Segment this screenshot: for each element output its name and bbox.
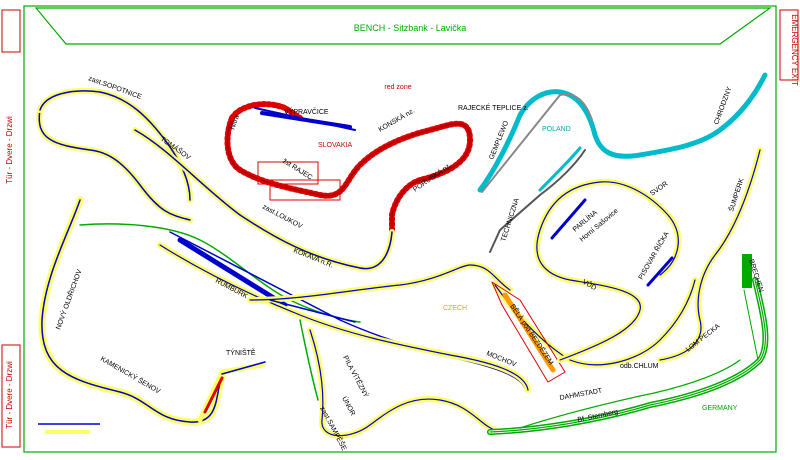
track-poland (477, 72, 768, 253)
station-technicna: TECHNICZNA (500, 197, 521, 242)
station-loukov: zast.LOUKOV (261, 204, 303, 231)
station-bela: BĚLÁ pod BEZDĚZEM (508, 302, 556, 367)
station-vud: VŮD (581, 277, 598, 292)
edge-label-right-top: EMERGENCY EXIT (790, 14, 799, 86)
station-chlum: odb.CHLUM (620, 363, 659, 370)
room-outline (23, 5, 777, 453)
door-bottom-left (1, 344, 21, 448)
zone-label-poland: POLAND (542, 126, 571, 133)
station-pila: PILA VÍTĚZNÝ (341, 354, 371, 399)
zone-label-czech: CZECH (443, 305, 467, 312)
emergency-exit (779, 9, 799, 81)
station-sternberg: Bf. Sternberg (577, 409, 619, 424)
door-top-left (1, 9, 21, 53)
station-rajecke-teplice: RAJECKÉ TEPLICE z. (458, 103, 529, 112)
station-nitra: Nitra (229, 114, 241, 130)
edge-label-left-bottom: Tür - Dvere - Drzwi (5, 361, 14, 429)
station-dahmstadt: DAHMSTADT (559, 387, 603, 401)
zone-label-slovakia: SLOVAKIA (318, 142, 352, 149)
station-tyniste: TÝNIŠTĚ (226, 348, 256, 357)
edge-label-left-top: Tür - Dvere - Drzwi (5, 116, 14, 184)
station-novy-oldrichov: NOVÝ OLDŘICHOV (53, 268, 83, 331)
station-unor: ÚNOR (340, 395, 358, 417)
station-konska: KONSKÁ nz. (377, 106, 417, 134)
station-svor: SVOR (649, 181, 669, 198)
track-germany (487, 254, 769, 435)
track-misc (38, 423, 100, 434)
bench-label: BENCH - Sitzbank - Lavička (354, 23, 467, 33)
station-vypravcice: VÝPRAVČICE (284, 107, 329, 116)
zone-label-germany: GERMANY (702, 405, 738, 412)
bench-outline (34, 7, 772, 45)
zone-label-red: red zone (384, 84, 411, 91)
station-rajec: žst RAJEC (281, 158, 313, 182)
track-slovakia-loop (224, 101, 473, 235)
track-main (36, 87, 763, 439)
